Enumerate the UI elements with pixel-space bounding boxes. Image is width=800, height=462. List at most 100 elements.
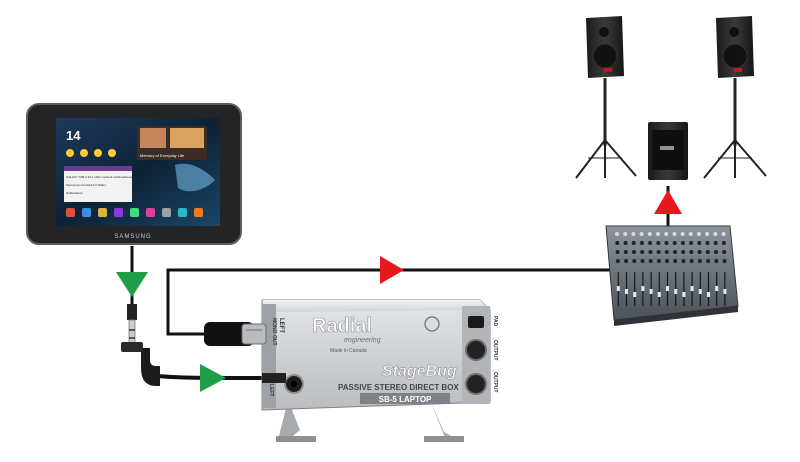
mixer-knob (697, 232, 701, 236)
widget-title: Memory of Everyday Life (140, 153, 185, 158)
red-arrow-right (380, 256, 404, 284)
mini-jack-hole (291, 381, 297, 387)
fader-slot (634, 272, 636, 306)
mixer-channel-strip (672, 232, 678, 306)
mixer-channel-strips (615, 232, 727, 306)
mixer-knob (705, 250, 710, 254)
list-item: GALAXY TAB 2 10.1 offers optimal multime… (66, 175, 143, 179)
jack-label-left-bottom: LEFT (268, 384, 274, 397)
speaker-horn (729, 27, 739, 37)
plug-strain-relief (127, 304, 137, 320)
photo-thumb (170, 128, 204, 148)
fader-cap (715, 286, 719, 291)
mixer-knob (689, 259, 694, 263)
speaker-badge (604, 68, 612, 72)
mixer-knob (648, 241, 653, 245)
mixer-knob (680, 241, 685, 245)
green-arrow-right (200, 364, 226, 392)
mixer-knob (705, 232, 710, 236)
fader-cap (698, 289, 702, 294)
fader-slot (658, 272, 660, 306)
mixer-knob (615, 259, 620, 263)
bug-logo-icon (424, 316, 440, 332)
mixer-knob (722, 259, 727, 263)
mixer-knob (673, 250, 677, 254)
weather-icon (80, 149, 88, 157)
mixer-knob (623, 250, 628, 254)
tripod-leg (703, 139, 736, 179)
tablet: 14 Memory of Everyday Life GALAXY TAB 2 … (26, 103, 242, 245)
mixer-channel-strip (656, 232, 661, 306)
mixer-knob (632, 250, 636, 254)
mixer-knob (640, 259, 645, 263)
jack-label-pad: PAD (492, 316, 498, 327)
tablet-clock: 14 (66, 128, 81, 143)
app-icon (130, 208, 139, 217)
notification-panel (64, 166, 132, 202)
speaker-left (575, 16, 637, 179)
logo-sub: engineering (344, 337, 381, 344)
made-in-label: Made in Canada (330, 348, 367, 354)
mixer-knob (681, 259, 686, 263)
plug-body (123, 348, 160, 386)
mixer-knob (713, 232, 718, 236)
signal-arrows (116, 190, 682, 392)
mixer-knob (680, 232, 685, 236)
mixer-knob (623, 241, 628, 245)
mixer-channel-strip (615, 232, 620, 306)
model-plate (360, 393, 450, 404)
fader-cap (633, 292, 637, 297)
app-icon (98, 208, 107, 217)
list-item: Notifications (66, 191, 83, 195)
mixer-knob (623, 232, 628, 236)
product-description: PASSIVE STEREO DIRECT BOX (338, 383, 459, 392)
mixer-knob (672, 241, 677, 245)
mixer-channel-strip (688, 232, 694, 306)
fader-cap (616, 286, 620, 291)
weather-icon (94, 149, 102, 157)
splash-graphic (175, 163, 215, 192)
list-item: Samsung's Android 4.0 Tablet (66, 183, 106, 187)
jack-label-output-1: OUTPUT (492, 340, 498, 361)
mixer-knob (656, 250, 661, 254)
mixer-knob (656, 241, 661, 245)
pad-switch (468, 316, 484, 328)
xlr-shell (241, 323, 267, 345)
fader-cap (707, 292, 710, 297)
speaker-right (703, 16, 767, 179)
fader-cap (657, 292, 661, 297)
panel-header (64, 166, 132, 171)
mixer-knob (665, 259, 670, 263)
mixer-knob (664, 232, 669, 236)
fader-cap (649, 289, 653, 294)
mixer-channel-strip (647, 232, 653, 306)
mixer-knob (714, 250, 718, 254)
tablet-brand: SAMSUNG (114, 234, 151, 240)
bracket-base (424, 436, 464, 442)
app-dock (66, 208, 203, 217)
output-jack (465, 339, 487, 361)
mixer-knob (697, 259, 702, 263)
mounting-bracket (278, 400, 300, 440)
mini-jack-plug (121, 304, 160, 386)
mixer-front-edge (614, 306, 738, 326)
mixer-knob (615, 232, 619, 236)
mixer-knob (656, 232, 660, 236)
mixer-channel-strip (639, 232, 645, 306)
plug-housing (121, 342, 143, 352)
green-arrow-down (116, 272, 148, 297)
mixer-knob (639, 232, 644, 236)
mixer-knob (722, 250, 727, 254)
weather-icon (108, 149, 116, 157)
app-icon (194, 208, 203, 217)
fader-cap (625, 289, 628, 294)
mixer-knob (632, 259, 637, 263)
mixer-knob (681, 250, 686, 254)
mixer-knob (689, 250, 694, 254)
mixer-knob (721, 241, 726, 245)
mixer-channel-strip (713, 232, 719, 306)
mixer-knob (624, 259, 629, 263)
mixer-knob (647, 232, 652, 236)
mixer-knob (615, 250, 620, 254)
